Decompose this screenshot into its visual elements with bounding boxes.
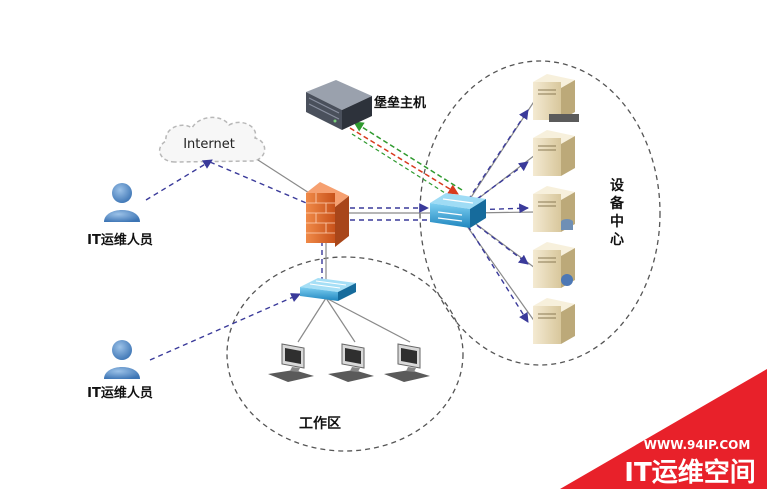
firewall-icon [306,182,349,247]
bastion-red-link [349,127,459,195]
workstation-icon-3 [384,343,430,382]
bastion-green-link [353,121,463,191]
device-center-char: 中 [610,213,624,230]
workstation-icon-2 [328,343,374,382]
bastion-label: 堡垒主机 [374,95,426,111]
workstation-icon-1 [268,343,314,382]
server-icon-5 [533,298,575,344]
device-center-char: 备 [609,195,625,212]
user-icon-2 [104,340,140,379]
device-center-char: 心 [610,232,624,248]
work-area-zone [226,256,464,452]
device-center-label: 设 备 中 心 [609,178,625,248]
internet-label: Internet [183,137,235,152]
user-label-1: IT运维人员 [87,232,153,248]
watermark: WWW.94IP.COM IT运维空间 [560,369,767,489]
watermark-url: WWW.94IP.COM [644,438,751,452]
bastion-server-icon [306,80,372,130]
bastion-green-link-2 [351,133,457,201]
solid-links [257,99,536,343]
work-area-label: 工作区 [299,415,341,432]
device-center-char: 设 [610,178,625,194]
user-icon-1 [104,183,140,222]
server-icon-3 [533,186,575,232]
watermark-triangle [560,369,767,489]
device-center-zone [419,60,661,366]
server-icon-4 [533,242,575,288]
server-icon-2 [533,130,575,176]
work-switch-icon [300,278,356,301]
core-switch-icon [430,193,486,228]
internet-cloud-icon [158,116,266,163]
server-icon-1 [533,74,579,122]
user-label-2: IT运维人员 [87,385,153,401]
watermark-name: IT运维空间 [624,457,755,488]
